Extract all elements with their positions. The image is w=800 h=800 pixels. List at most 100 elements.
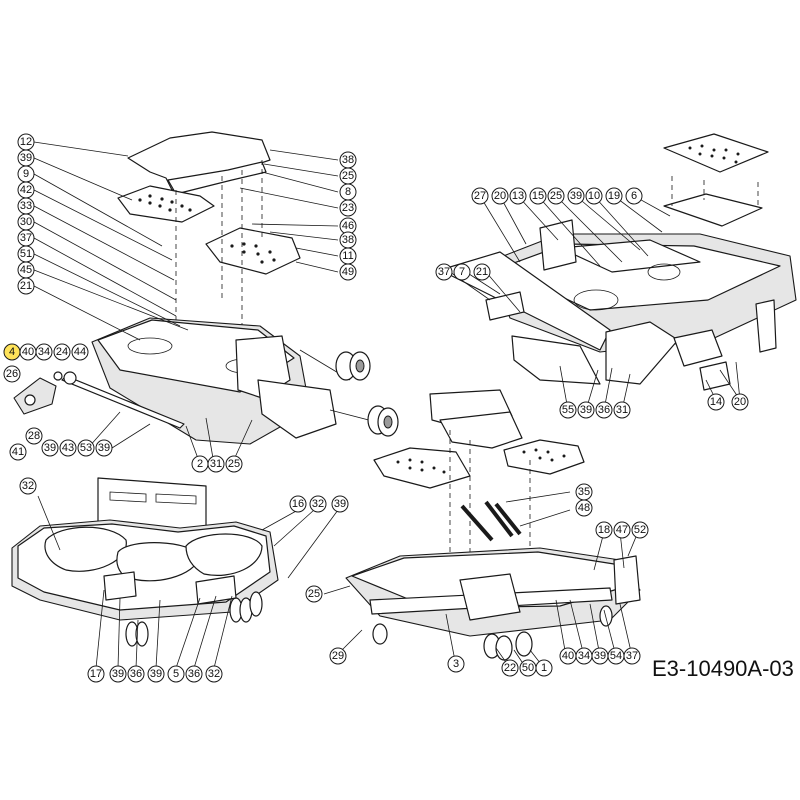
callout-bubble: 47 bbox=[613, 521, 631, 539]
svg-text:27: 27 bbox=[474, 190, 486, 202]
deck-right-bracket bbox=[613, 555, 641, 605]
svg-text:13: 13 bbox=[512, 190, 524, 202]
svg-text:31: 31 bbox=[210, 458, 222, 470]
svg-text:32: 32 bbox=[208, 668, 220, 680]
callout-bubble: 19 bbox=[605, 187, 623, 205]
blade-chamber-left bbox=[44, 526, 127, 572]
tab-bracket bbox=[755, 299, 777, 353]
callout-bubble: 32 bbox=[205, 665, 223, 683]
callout-bubble: 40 bbox=[559, 647, 577, 665]
callout-bubble-highlighted: 4 bbox=[3, 343, 21, 361]
callout-bubble: 18 bbox=[595, 521, 613, 539]
svg-text:6: 6 bbox=[631, 190, 637, 202]
callout-bubble: 12 bbox=[17, 133, 35, 151]
svg-text:40: 40 bbox=[22, 346, 34, 358]
svg-text:39: 39 bbox=[98, 442, 110, 454]
deck-caster-wheels bbox=[125, 591, 263, 647]
svg-text:25: 25 bbox=[308, 588, 320, 600]
svg-text:11: 11 bbox=[342, 250, 353, 262]
svg-text:49: 49 bbox=[342, 266, 354, 278]
callout-bubble: 28 bbox=[25, 427, 43, 445]
callout-bubble: 32 bbox=[19, 477, 37, 495]
callout-bubble: 48 bbox=[575, 499, 593, 517]
callout-bubble: 38 bbox=[339, 231, 357, 249]
svg-text:43: 43 bbox=[62, 442, 74, 454]
step-plate-holes bbox=[138, 194, 192, 212]
svg-text:39: 39 bbox=[570, 190, 582, 202]
callout-bubble: 25 bbox=[547, 187, 565, 205]
svg-text:39: 39 bbox=[20, 152, 32, 164]
svg-text:30: 30 bbox=[20, 216, 32, 228]
lower-right-mower-deck bbox=[323, 389, 641, 669]
callout-bubble: 35 bbox=[575, 483, 593, 501]
svg-text:41: 41 bbox=[12, 446, 24, 458]
svg-text:47: 47 bbox=[616, 524, 628, 536]
deck-side-bracket bbox=[103, 571, 137, 601]
svg-text:36: 36 bbox=[598, 404, 610, 416]
blade-chamber-center bbox=[116, 542, 201, 582]
svg-text:36: 36 bbox=[188, 668, 200, 680]
callout-bubble: 34 bbox=[35, 343, 53, 361]
front-bumper bbox=[485, 291, 525, 321]
callout-bubble: 23 bbox=[339, 199, 357, 217]
callout-bubble: 36 bbox=[595, 401, 613, 419]
svg-text:20: 20 bbox=[734, 396, 746, 408]
svg-text:54: 54 bbox=[610, 650, 622, 662]
svg-text:26: 26 bbox=[6, 368, 18, 380]
svg-text:34: 34 bbox=[578, 650, 590, 662]
callout-bubble: 31 bbox=[613, 401, 631, 419]
left-pivot-bracket bbox=[13, 377, 57, 415]
svg-text:24: 24 bbox=[56, 346, 68, 358]
callout-bubble: 36 bbox=[127, 665, 145, 683]
svg-text:25: 25 bbox=[342, 170, 354, 182]
svg-text:46: 46 bbox=[342, 220, 354, 232]
callout-bubble: 10 bbox=[585, 187, 603, 205]
callout-bubble: 3 bbox=[447, 655, 465, 673]
callout-bubble: 9 bbox=[17, 165, 35, 183]
upper-right-frame-assembly bbox=[439, 133, 797, 411]
svg-text:22: 22 bbox=[504, 662, 516, 674]
svg-text:50: 50 bbox=[522, 662, 534, 674]
callout-bubble: 39 bbox=[147, 665, 165, 683]
perforated-step-plate bbox=[117, 185, 215, 223]
svg-text:17: 17 bbox=[90, 668, 102, 680]
svg-text:48: 48 bbox=[578, 502, 590, 514]
svg-text:37: 37 bbox=[20, 232, 32, 244]
small-plate bbox=[699, 361, 731, 391]
callout-bubble: 1 bbox=[535, 659, 553, 677]
callout-bubble: 20 bbox=[491, 187, 509, 205]
bracket-plate bbox=[673, 329, 723, 367]
callout-bubble: 36 bbox=[185, 665, 203, 683]
callout-bubble: 2 bbox=[191, 455, 209, 473]
foot-plate bbox=[663, 133, 769, 173]
callout-bubble: 40 bbox=[19, 343, 37, 361]
callout-bubble: 8 bbox=[339, 183, 357, 201]
callout-bubble: 41 bbox=[9, 443, 27, 461]
callout-bubble: 42 bbox=[17, 181, 35, 199]
drawing-code: E3-10490A-03 bbox=[652, 656, 794, 681]
callout-bubble: 39 bbox=[17, 149, 35, 167]
callout-bubble: 16 bbox=[289, 495, 307, 513]
isometric-deck-wheels bbox=[372, 605, 613, 661]
callout-bubble: 25 bbox=[225, 455, 243, 473]
rear-skirt bbox=[511, 335, 601, 385]
svg-text:39: 39 bbox=[150, 668, 162, 680]
svg-text:25: 25 bbox=[550, 190, 562, 202]
callout-bubble: 37 bbox=[435, 263, 453, 281]
gauge-wheel-lower bbox=[329, 405, 399, 437]
svg-text:20: 20 bbox=[494, 190, 506, 202]
svg-text:33: 33 bbox=[20, 200, 32, 212]
svg-text:45: 45 bbox=[20, 264, 32, 276]
callout-bubble: 54 bbox=[607, 647, 625, 665]
callout-bubble: 7 bbox=[453, 263, 471, 281]
svg-text:15: 15 bbox=[532, 190, 544, 202]
gauge-wheel-upper bbox=[299, 349, 371, 381]
top-riser bbox=[539, 219, 577, 271]
callout-bubble: 39 bbox=[95, 439, 113, 457]
svg-text:28: 28 bbox=[28, 430, 40, 442]
svg-text:9: 9 bbox=[23, 168, 29, 180]
svg-text:39: 39 bbox=[334, 498, 346, 510]
lower-left-mower-deck bbox=[11, 477, 339, 669]
svg-text:23: 23 bbox=[342, 202, 354, 214]
mount-plate bbox=[663, 193, 763, 227]
